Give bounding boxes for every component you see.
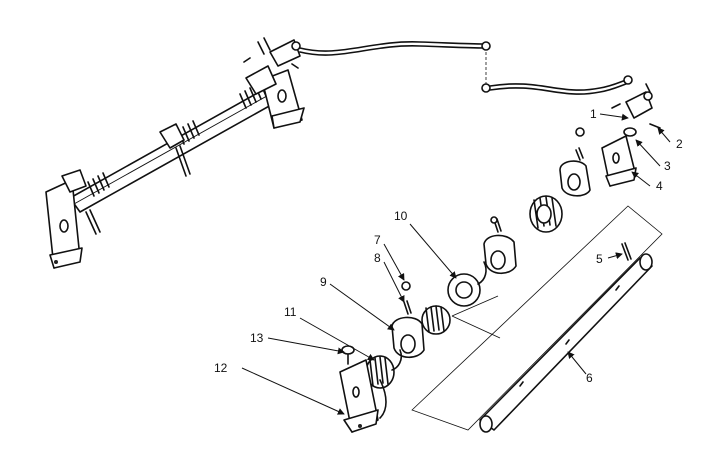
assembled-shaft-assembly — [45, 37, 305, 269]
assembled-spring-left — [87, 172, 110, 197]
nut-part-7 — [401, 281, 411, 291]
callout-6: 6 — [586, 371, 593, 385]
right-mounting-bracket — [245, 65, 305, 129]
callout-5: 5 — [596, 252, 603, 266]
callout-9: 9 — [320, 275, 327, 289]
bracket-part-4 — [601, 135, 637, 187]
callout-13: 13 — [250, 331, 264, 345]
shaft-part-6 — [479, 253, 653, 433]
spring-part-11 — [365, 349, 403, 389]
connecting-link-rod — [299, 41, 633, 95]
spring-upper-right — [529, 195, 563, 233]
collar-middle — [483, 234, 517, 275]
callout-3: 3 — [664, 159, 671, 173]
middle-lever-arm — [159, 123, 191, 177]
callout-4: 4 — [656, 179, 663, 193]
setscrew-upper-middle — [490, 216, 502, 233]
callout-1: 1 — [590, 107, 597, 121]
group-boundary-dashed — [411, 205, 663, 431]
spring-middle-left — [421, 305, 451, 335]
callout-12: 12 — [214, 361, 228, 375]
crank-arm-part-1 — [611, 83, 661, 129]
callout-leaders — [241, 113, 671, 415]
spring-part-10 — [447, 261, 487, 307]
callout-10: 10 — [394, 209, 408, 223]
callout-11: 11 — [284, 305, 297, 319]
screw-part-13 — [341, 345, 355, 365]
callout-8: 8 — [374, 251, 381, 265]
left-mounting-bracket — [45, 169, 101, 269]
callout-2: 2 — [676, 137, 683, 151]
callout-7: 7 — [374, 233, 381, 247]
setscrew-part-8 — [403, 300, 412, 315]
callout-numbers: 1 2 3 4 5 6 7 8 9 10 11 12 13 — [214, 107, 683, 385]
nut-and-setscrew-upper — [575, 127, 585, 161]
assembled-spring-right — [239, 81, 267, 109]
collar-upper-right — [559, 160, 591, 197]
pin-part-5 — [621, 242, 632, 261]
upper-crank-arm — [243, 37, 301, 69]
bracket-part-12 — [339, 359, 387, 433]
collar-part-9 — [391, 316, 425, 359]
washer-part-3 — [623, 127, 637, 137]
